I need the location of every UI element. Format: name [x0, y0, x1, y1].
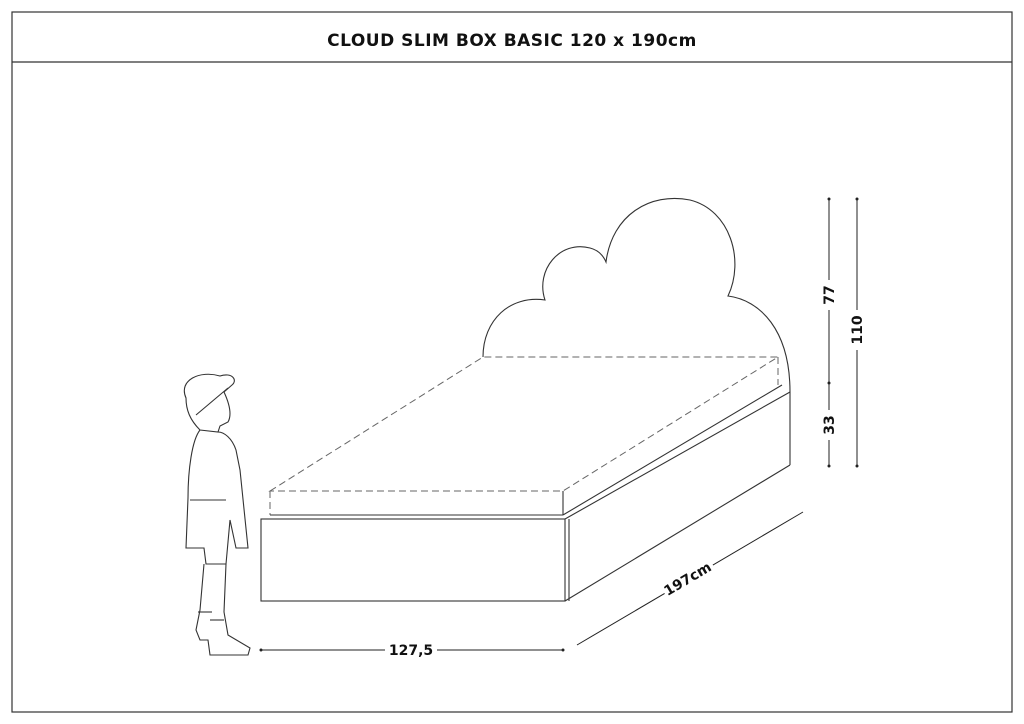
dim-total-height-110: 110: [850, 315, 866, 344]
child-figure: [183, 373, 251, 656]
dim-headboard-77: 77: [822, 285, 838, 304]
frame-border: [11, 11, 1013, 713]
mattress: [268, 356, 780, 515]
cloud-headboard: [482, 198, 791, 393]
dim-width-127-5: 127,5: [389, 643, 433, 659]
width-dimension: 127,5: [259, 640, 565, 660]
dim-bed-height-33: 33: [822, 415, 838, 434]
length-dimension: 197cm: [576, 511, 804, 646]
drawing-title: CLOUD SLIM BOX BASIC 120 x 190cm: [327, 31, 697, 51]
height-dimension-inner: 77 33: [820, 197, 838, 468]
bed-box: [260, 384, 791, 602]
height-dimension-total: 110: [848, 197, 866, 468]
